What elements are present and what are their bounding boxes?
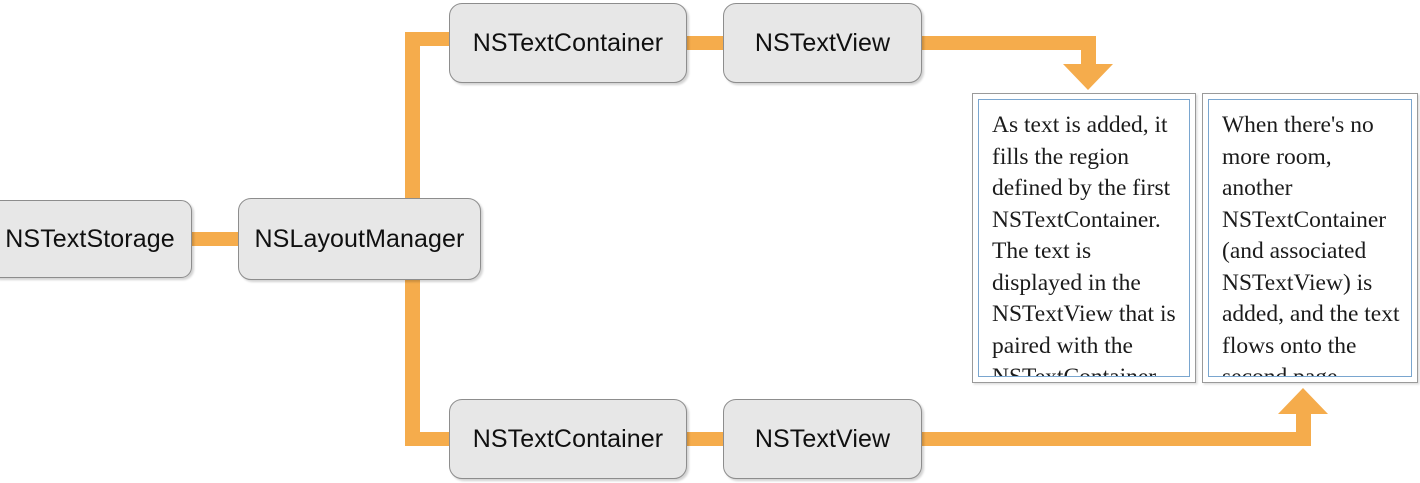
arrow-textview-bottom-to-page-two (915, 388, 1328, 446)
page-panel-second[interactable]: When there's no more room, another NSTex… (1202, 93, 1418, 383)
arrow-textview-top-to-page-one (915, 36, 1113, 90)
node-label: NSTextContainer (472, 28, 664, 57)
node-label: NSTextContainer (472, 424, 664, 453)
arrowhead-up-icon (1278, 388, 1328, 414)
connector-layoutmanager-to-container-top (405, 32, 457, 46)
page-content-area: As text is added, it fills the region de… (978, 99, 1190, 377)
page-body-text: As text is added, it fills the region de… (992, 112, 1176, 377)
page-panel-first[interactable]: As text is added, it fills the region de… (972, 93, 1196, 383)
page-content-area: When there's no more room, another NSTex… (1208, 99, 1412, 377)
node-label: NSTextView (754, 28, 891, 57)
node-nslayoutmanager[interactable]: NSLayoutManager (238, 198, 481, 280)
node-label: NSLayoutManager (254, 224, 465, 253)
node-nstextcontainer-bottom[interactable]: NSTextContainer (449, 399, 687, 479)
connector-storage-to-layoutmanager (186, 232, 244, 246)
connector-layoutmanager-to-container-bottom (405, 432, 457, 446)
node-nstextcontainer-top[interactable]: NSTextContainer (449, 3, 687, 83)
connector-container-to-textview-bottom (680, 432, 730, 446)
connector-container-to-textview-top (680, 36, 730, 50)
node-label: NSTextStorage (5, 224, 175, 253)
node-label: NSTextView (754, 424, 891, 453)
node-nstextstorage[interactable]: NSTextStorage (0, 200, 192, 278)
page-body-text: When there's no more room, another NSTex… (1222, 112, 1400, 377)
node-nstextview-top[interactable]: NSTextView (723, 3, 922, 83)
arrowhead-down-icon (1063, 64, 1113, 90)
node-nstextview-bottom[interactable]: NSTextView (723, 399, 922, 479)
